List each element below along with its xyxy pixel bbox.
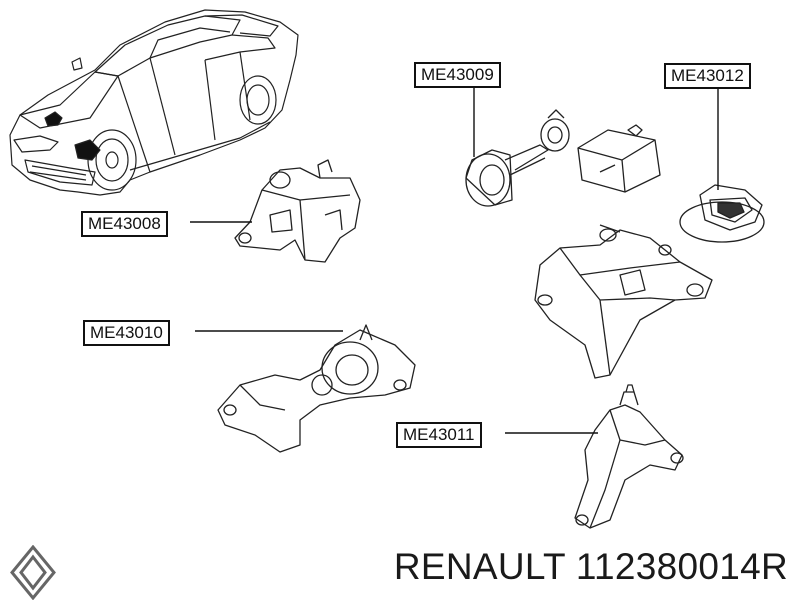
mount-me43010-illustration bbox=[217, 324, 416, 453]
label-me43010: ME43010 bbox=[83, 320, 170, 346]
mount-me43012-illustration bbox=[679, 184, 765, 243]
renault-diamond-logo-icon bbox=[10, 545, 56, 600]
mount-block-illustration bbox=[577, 124, 661, 193]
car-illustration bbox=[9, 9, 299, 196]
mount-me43008-illustration bbox=[234, 159, 361, 263]
mount-me43009-illustration bbox=[465, 109, 570, 207]
mount-me43011-illustration bbox=[574, 384, 684, 529]
label-me43011: ME43011 bbox=[396, 422, 482, 448]
label-me43009: ME43009 bbox=[414, 62, 501, 88]
part-title: RENAULT 112380014R bbox=[393, 546, 788, 587]
label-me43012: ME43012 bbox=[664, 63, 751, 89]
large-bracket-illustration bbox=[534, 224, 713, 379]
label-me43008: ME43008 bbox=[81, 211, 168, 237]
leader-lines bbox=[190, 84, 719, 434]
